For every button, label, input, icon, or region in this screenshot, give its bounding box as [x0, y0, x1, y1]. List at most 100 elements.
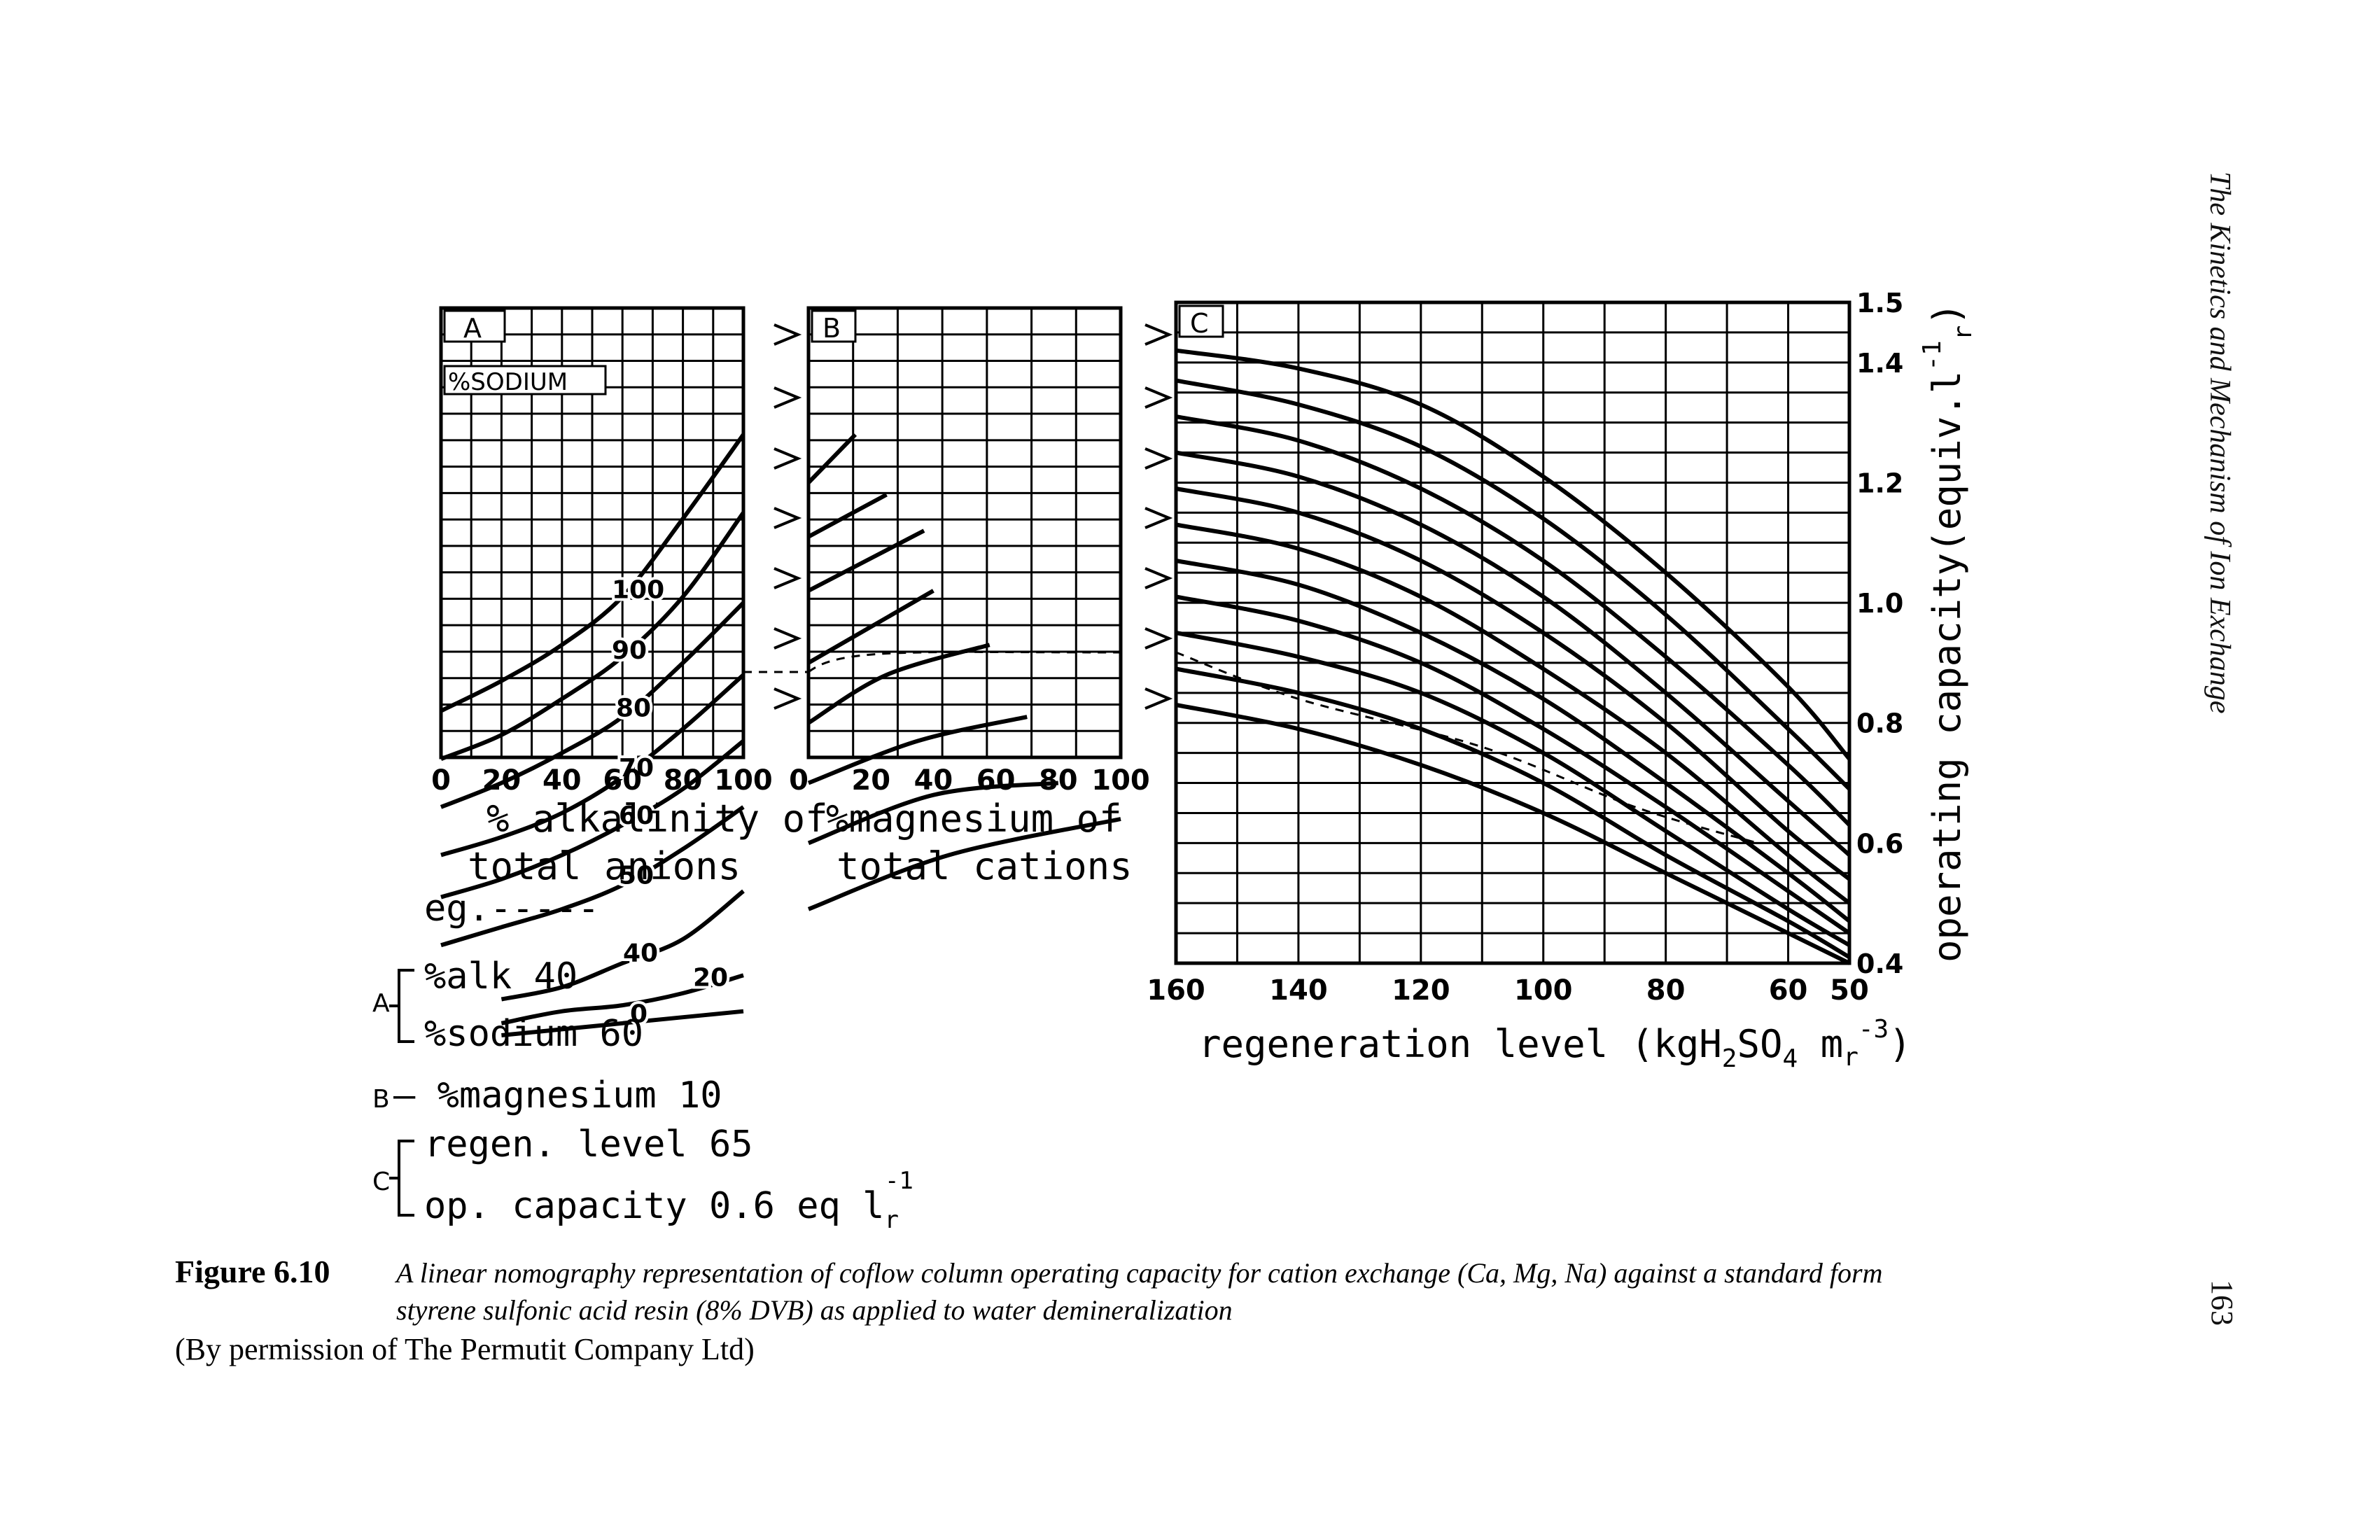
caption-credit: (By permission of The Permutit Company L…	[175, 1332, 755, 1366]
panel-a-curve-sodium-40	[500, 889, 745, 1002]
transfer-arrow	[1144, 323, 1173, 346]
transfer-arrow	[1144, 447, 1173, 470]
panel-a-xlabel-line1: % alkalinity of	[486, 797, 828, 841]
example-eg: eg.-----	[424, 888, 599, 930]
panel-b-x-tick-label: 60	[976, 764, 1016, 797]
panel-b-frame	[806, 306, 1123, 760]
panel-c-y-tick-label: 1.4	[1856, 348, 1903, 379]
panel-a-x-tick-label: 80	[664, 764, 703, 797]
panel-a-series-label: 20	[693, 964, 728, 993]
panel-b-x-tick-label: 40	[914, 764, 953, 797]
panel-b-x-tick-label: 100	[1091, 764, 1150, 797]
panel-a-series-label: 40	[623, 939, 658, 968]
example-c-line1: regen. level 65	[424, 1124, 753, 1166]
panel-c-y-tick-label: 0.8	[1856, 708, 1903, 739]
worked-example: eg.----- A %alk 40 %sodium 60 B – %magne…	[372, 888, 913, 1234]
panel-a-series-label: 60	[619, 802, 654, 830]
panel-c-xlabel: regeneration level (kgH2SO4 mr-3)	[1198, 1015, 1912, 1073]
panel-b-x-tick-label: 80	[1039, 764, 1078, 797]
transfer-arrow	[1144, 507, 1173, 529]
panel-a-curve-sodium-100	[440, 433, 746, 713]
panel-c-curve	[1175, 594, 1851, 935]
panel-a-x-tick-label: 60	[603, 764, 642, 797]
panel-c-y-ticks: 0.40.60.81.01.21.41.5	[1856, 288, 1903, 979]
caption-label: Figure 6.10	[175, 1254, 330, 1289]
panel-a-curve-sodium-90	[440, 511, 746, 761]
panel-c-curve	[1175, 559, 1851, 923]
example-c-label: C	[372, 1168, 390, 1196]
example-a-line2: %sodium 60	[424, 1013, 643, 1055]
panel-b-curves	[806, 433, 1121, 911]
panel-c-x-tick-label: 100	[1514, 974, 1573, 1007]
transfer-arrow	[1144, 687, 1173, 710]
panel-a-series-label: 50	[619, 862, 654, 890]
arrows-b-to-c	[1144, 323, 1173, 710]
panel-b-curve	[807, 492, 888, 539]
transfer-arrow	[1144, 386, 1173, 409]
panel-c-label-box	[1178, 304, 1224, 338]
panel-b-curve	[806, 433, 858, 484]
panel-a-curve-sodium-70	[440, 673, 745, 858]
panel-a-series-label: 70	[619, 754, 654, 783]
example-dashed-b	[808, 650, 1121, 673]
panel-c-curve	[1175, 631, 1851, 947]
panel-a-curve-sodium-0	[501, 1009, 744, 1037]
panel-c-curve	[1175, 703, 1851, 965]
panel-b-label-box	[811, 309, 857, 343]
panel-a-series-label: 0	[630, 1000, 648, 1029]
transfer-arrow	[774, 323, 802, 346]
transfer-arrow	[1144, 567, 1173, 589]
panel-a-series-label: 90	[612, 636, 647, 665]
panel-a-series-label: 100	[612, 576, 664, 605]
panel-c-grid	[1176, 302, 1849, 963]
panel-a-series-label: 80	[616, 694, 651, 723]
transfer-arrow	[774, 447, 802, 470]
caption-text-line1: A linear nomography representation of co…	[394, 1257, 1882, 1289]
example-a-label: A	[372, 989, 390, 1018]
sodium-legend-title: %SODIUM	[448, 368, 568, 396]
panel-c-ylabel: operating capacity(equiv.l-1r)	[1918, 302, 1977, 962]
panel-c-x-tick-label: 60	[1769, 974, 1808, 1007]
panel-b-curve	[807, 715, 1028, 785]
panel-b-x-tick-label: 0	[789, 764, 808, 797]
panel-c-x-tick-label: 120	[1392, 974, 1450, 1007]
page-number: 163	[2205, 1280, 2239, 1326]
panel-b-curve	[807, 780, 1059, 846]
panel-c-curve	[1175, 450, 1851, 857]
panel-c-curve	[1175, 414, 1851, 827]
running-header: The Kinetics and Mechanism of Ion Exchan…	[2204, 172, 2236, 714]
transfer-arrow	[774, 687, 802, 710]
panel-c-curve	[1175, 522, 1851, 905]
panel-b-curve	[807, 817, 1121, 911]
panel-c-curve	[1175, 348, 1851, 761]
panel-c-curve	[1175, 486, 1851, 881]
panel-a-curve-sodium-50	[440, 805, 745, 948]
transfer-arrow	[774, 627, 802, 650]
example-c-bracket	[389, 1140, 414, 1217]
panel-a-curve-sodium-80	[440, 601, 746, 809]
panel-c-x-tick-label: 50	[1830, 974, 1869, 1007]
example-c-line2: op. capacity 0.6 eq lr-1	[424, 1167, 913, 1234]
panel-c-y-tick-label: 1.2	[1856, 468, 1903, 498]
transfer-arrow	[774, 567, 802, 589]
panel-c-curves	[1175, 348, 1851, 965]
example-b-line: – %magnesium 10	[393, 1074, 722, 1116]
panel-c-y-tick-label: 0.4	[1856, 948, 1903, 979]
panel-c-x-tick-label: 140	[1269, 974, 1328, 1007]
panel-b-xlabel-line1: %magnesium of	[826, 797, 1122, 841]
panel-b-curve	[807, 589, 934, 665]
panel-a-x-tick-label: 20	[482, 764, 522, 797]
transfer-arrow	[1144, 627, 1173, 650]
panel-c-y-tick-label: 1.5	[1856, 288, 1903, 318]
panel-c-x-tick-label: 160	[1147, 974, 1205, 1007]
panel-c-curve	[1175, 378, 1851, 791]
panel-c-y-tick-label: 0.6	[1856, 828, 1903, 859]
panel-b-xlabel-line2: total cations	[836, 844, 1133, 888]
